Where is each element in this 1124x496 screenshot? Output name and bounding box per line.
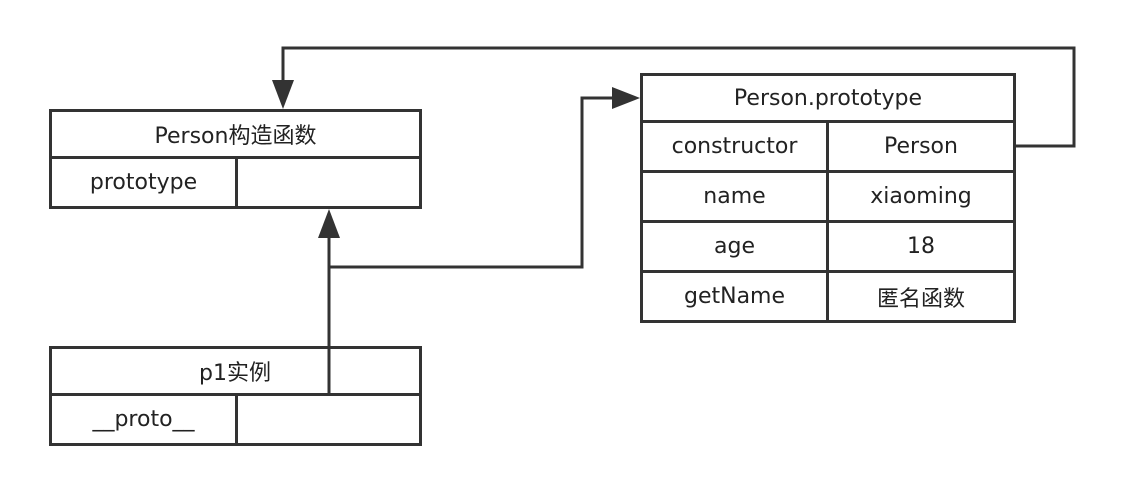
instance-proto-value	[238, 396, 422, 446]
prototype-row-key: constructor	[640, 123, 829, 173]
constructor-arrowhead	[272, 80, 294, 109]
constructor-link-line	[281, 46, 1076, 148]
instance-box-title: p1实例	[49, 346, 422, 396]
prototype-arrowhead	[612, 87, 640, 109]
prototype-row-value: xiaoming	[829, 173, 1016, 223]
prototype-row-value: 18	[829, 223, 1016, 273]
prototype-row-key: getName	[640, 273, 829, 323]
prototype-link-line	[329, 96, 612, 269]
constructor-prototype-value	[238, 159, 422, 209]
prototype-box-title: Person.prototype	[640, 73, 1016, 123]
instance-proto-key: __proto__	[49, 396, 238, 446]
constructor-prototype-key: prototype	[49, 159, 238, 209]
prototype-row-key: age	[640, 223, 829, 273]
constructor-box-title: Person构造函数	[49, 109, 422, 159]
prototype-row-key: name	[640, 173, 829, 223]
prototype-row-value: Person	[829, 123, 1016, 173]
prototype-row-value: 匿名函数	[829, 273, 1016, 323]
proto-arrowhead	[318, 209, 340, 238]
